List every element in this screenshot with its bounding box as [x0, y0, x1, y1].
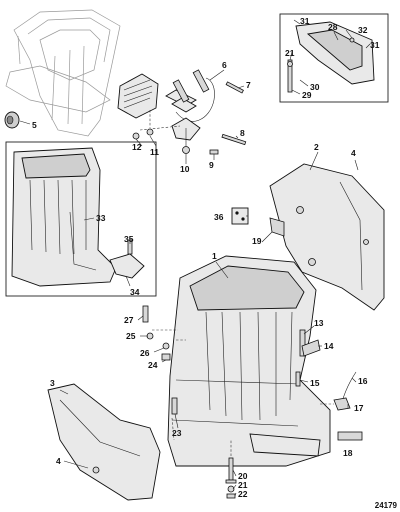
reference-number: 24179	[375, 501, 398, 510]
bracket-assembly	[117, 69, 215, 154]
callout-32: 32	[358, 25, 368, 35]
callout-36: 36	[214, 212, 224, 222]
callout-15: 15	[310, 378, 320, 388]
callout-3: 3	[50, 378, 55, 388]
callout-12: 12	[132, 142, 142, 152]
callout-8: 8	[240, 128, 245, 138]
callout-27: 27	[124, 315, 134, 325]
callout-24: 24	[148, 360, 158, 370]
ghost-housing-outline	[5, 9, 121, 137]
cover-panel-left	[47, 383, 161, 501]
callout-7: 7	[246, 80, 251, 90]
cover-panel-right	[269, 163, 385, 311]
leader-lines	[19, 19, 371, 497]
callout-29: 29	[302, 90, 312, 100]
inset-box-top-right	[279, 13, 389, 103]
callout-19: 19	[252, 236, 262, 246]
callout-23: 23	[172, 428, 182, 438]
callout-18: 18	[343, 448, 353, 458]
callout-20: 20	[238, 471, 248, 481]
callout-17: 17	[354, 403, 364, 413]
callout-10: 10	[180, 164, 190, 174]
callout-11: 11	[150, 147, 159, 157]
inset-box-left	[5, 141, 157, 297]
callout-13: 13	[314, 318, 324, 328]
callout-26: 26	[140, 348, 150, 358]
callout-31-right: 31	[370, 40, 380, 50]
plug-part	[4, 111, 20, 129]
callout-1: 1	[212, 251, 217, 261]
callout-22: 22	[238, 489, 248, 499]
lower-hardware	[142, 305, 363, 499]
callout-16: 16	[358, 376, 368, 386]
callout-34: 34	[130, 287, 140, 297]
bolt-hardware	[132, 81, 247, 155]
callout-31-top: 31	[300, 16, 310, 26]
callout-4-upper: 4	[351, 148, 356, 158]
callout-labels: 1 2 3 4 4 5 6 7 8 9 10 11 12 13 14 15 16…	[32, 16, 380, 499]
callout-6: 6	[222, 60, 227, 70]
callout-30: 30	[310, 82, 320, 92]
callout-5: 5	[32, 120, 37, 130]
callout-35: 35	[124, 234, 134, 244]
callout-4-lower: 4	[56, 456, 61, 466]
decal-part	[231, 207, 249, 225]
callout-25: 25	[126, 331, 136, 341]
main-housing	[167, 255, 331, 467]
callout-28: 28	[328, 22, 338, 32]
callout-2: 2	[314, 142, 319, 152]
callout-33: 33	[96, 213, 106, 223]
callout-21-upper: 21	[285, 48, 295, 58]
callout-14: 14	[324, 341, 334, 351]
callout-9: 9	[209, 160, 214, 170]
callout-21-lower: 21	[238, 480, 248, 490]
